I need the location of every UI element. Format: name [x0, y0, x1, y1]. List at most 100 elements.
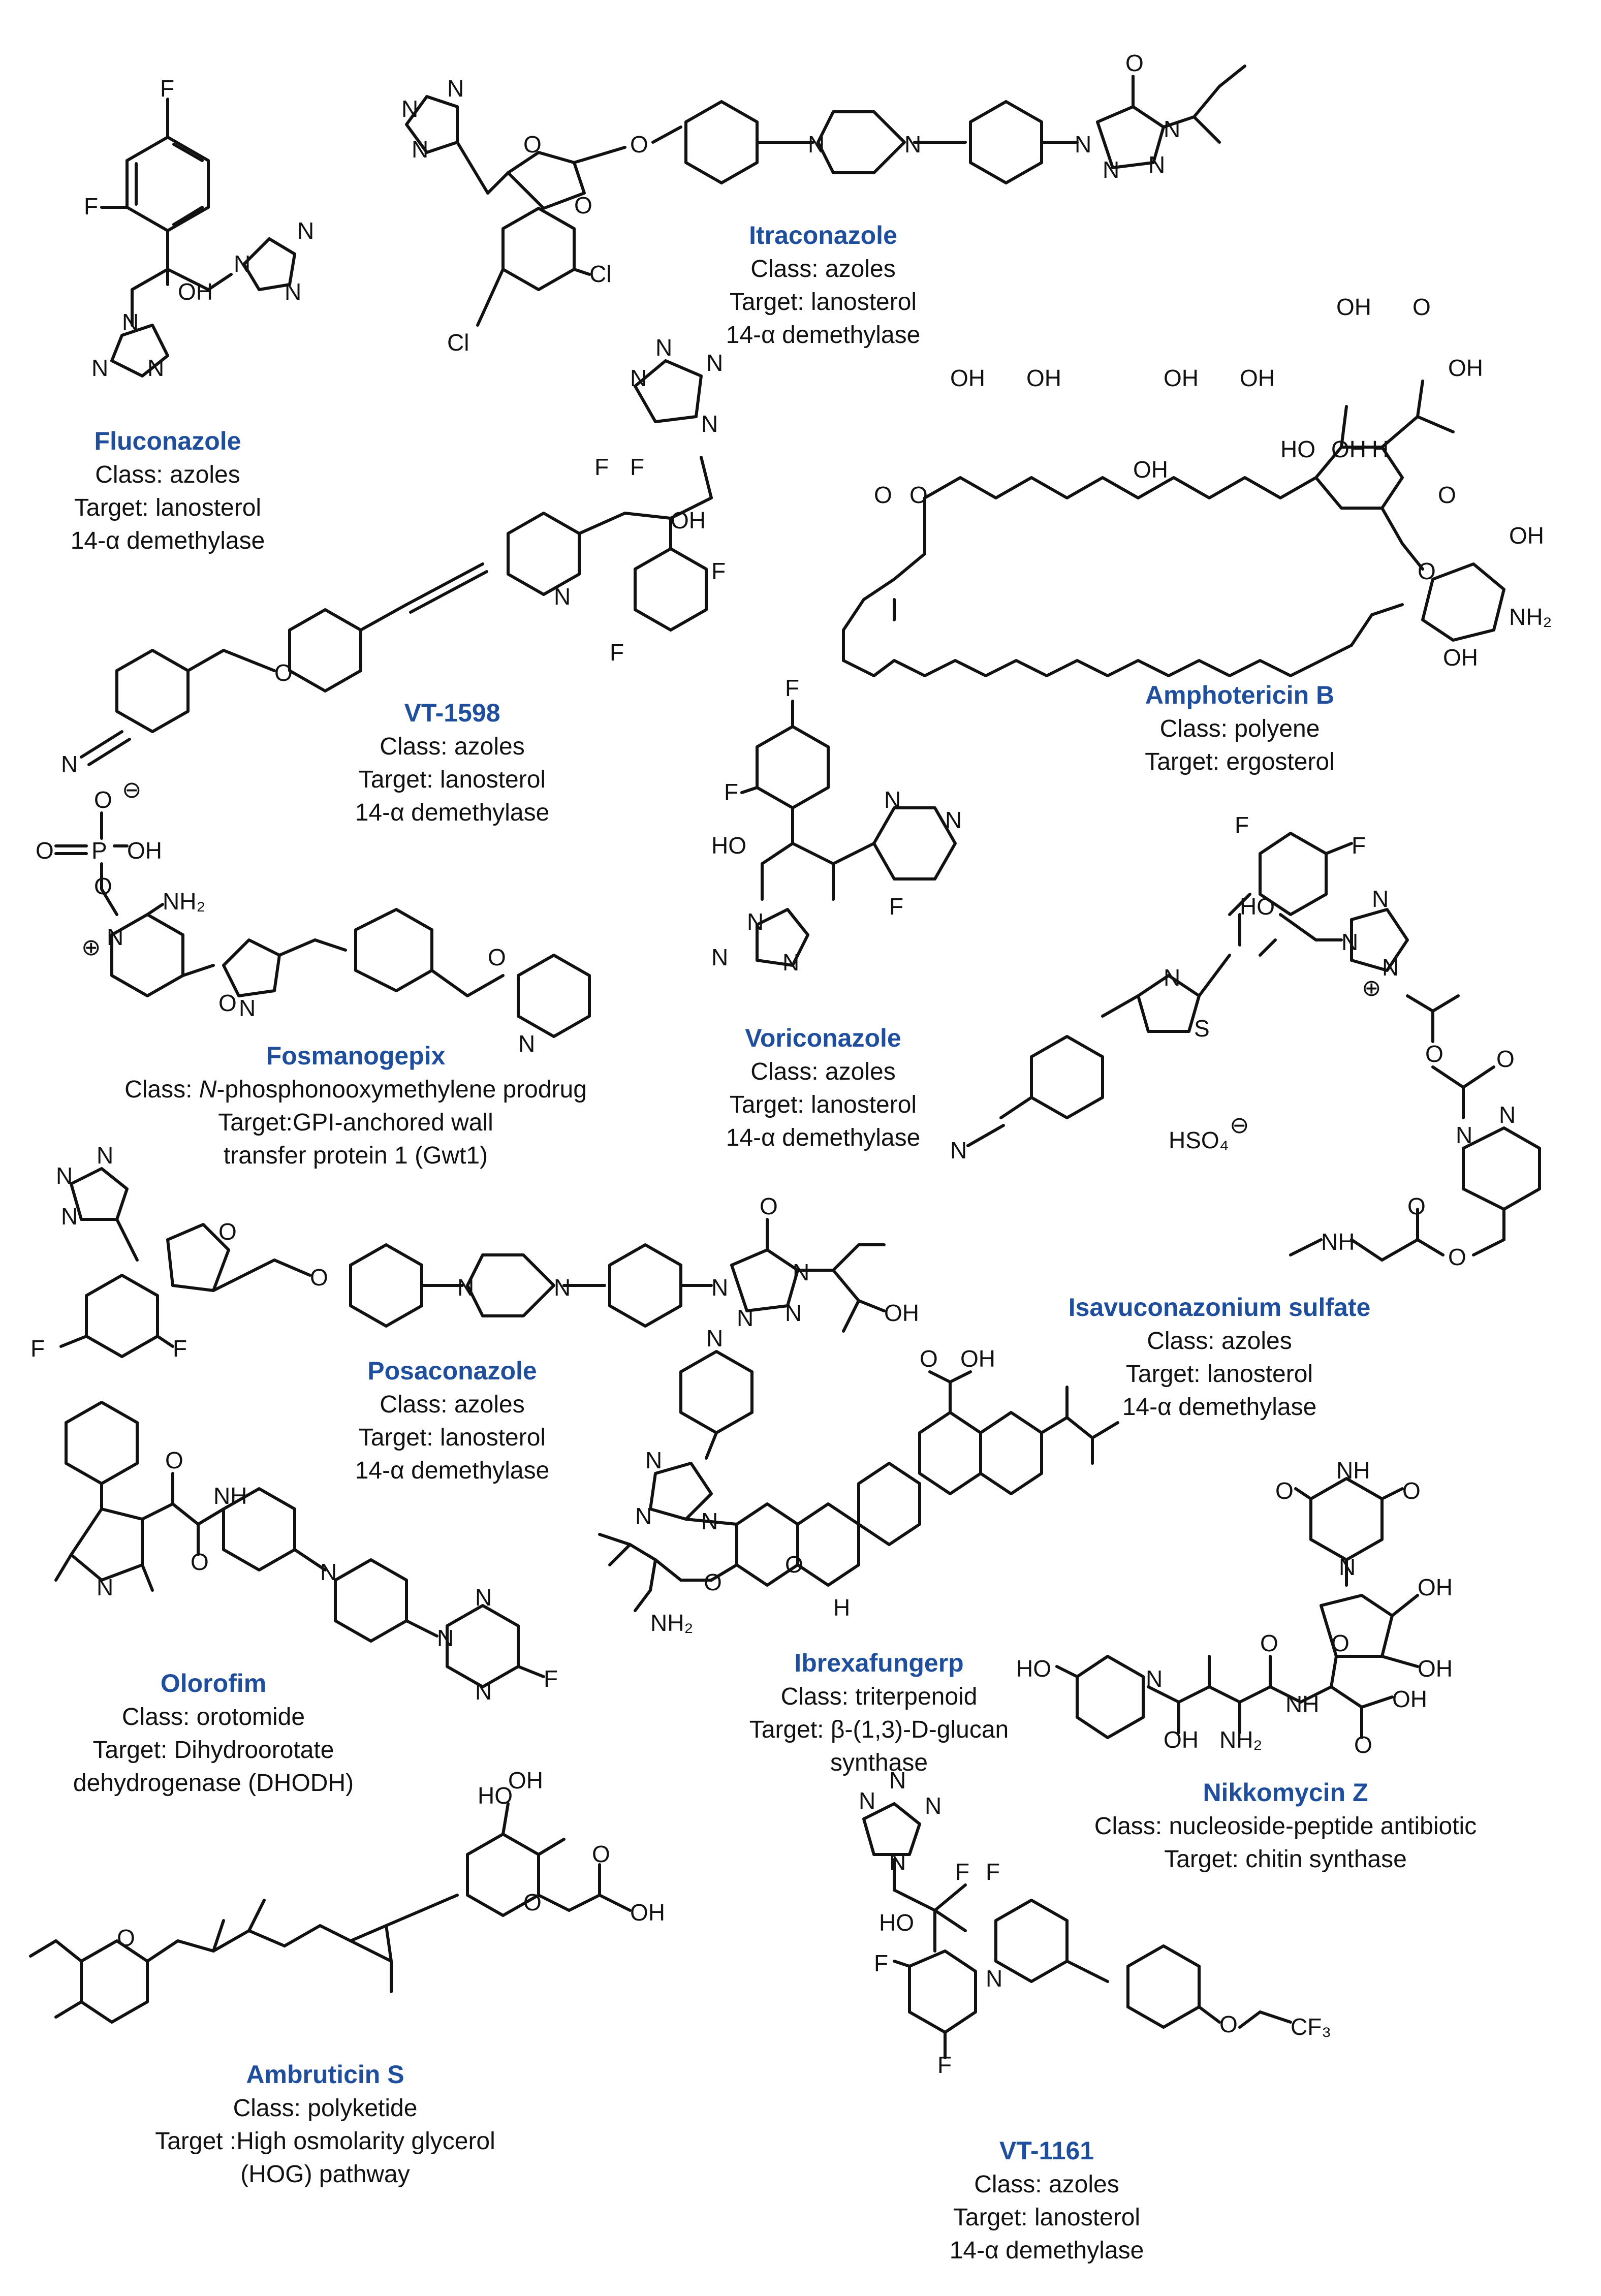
compound-target: 14-α demethylase	[355, 1457, 550, 1484]
hydroxyl-label: OH	[1336, 294, 1371, 320]
voriconazole-structure	[740, 700, 957, 967]
oxygen-atom: O	[1125, 50, 1144, 76]
trifluoromethyl-label: CF₃	[1291, 2014, 1331, 2040]
amine-label: NH₂	[1219, 1726, 1262, 1753]
oxygen-atom: O	[488, 944, 506, 970]
compound-target: 14-α demethylase	[71, 527, 265, 554]
nitrogen-atom: N	[97, 1142, 113, 1169]
hydroxyl-label: OH	[127, 837, 162, 864]
compound-target: (HOG) pathway	[240, 2161, 410, 2188]
nitrogen-atom: N	[1164, 964, 1180, 991]
oxygen-atom: O	[1418, 558, 1436, 584]
oxygen-atom: O	[94, 787, 112, 813]
oxygen-atom: O	[1219, 2011, 1238, 2037]
oxygen-atom: O	[523, 131, 542, 158]
compound-target: 14-α demethylase	[1122, 1394, 1317, 1421]
compound-target: 14-α demethylase	[950, 2237, 1144, 2264]
oxygen-atom: O	[760, 1193, 778, 1219]
vt-1598-structure	[80, 359, 713, 766]
hydroxyl-label: OH	[1240, 365, 1275, 391]
hydroxyl-label: HO	[1240, 893, 1275, 920]
nitrogen-atom: N	[1382, 954, 1399, 981]
nikkomycin-z-structure	[1055, 1477, 1419, 1739]
nitrogen-atom: N	[61, 751, 78, 777]
nitrogen-atom: N	[1341, 929, 1358, 955]
hydroxyl-label: HO	[711, 832, 746, 859]
compound-class: Class: polyketide	[233, 2095, 418, 2122]
compound-target: Target: ergosterol	[1145, 748, 1335, 775]
nitrogen-atom: N	[1164, 116, 1180, 142]
chloro-atom: Cl	[589, 261, 611, 287]
hydroxyl-label: OH	[1418, 1655, 1453, 1682]
oxygen-atom: O	[218, 990, 237, 1016]
fluoro-atom: F	[1235, 812, 1249, 838]
fluoro-atom: F	[711, 558, 726, 584]
oxygen-atom: O	[1275, 1477, 1294, 1504]
compound-target: Target: β-(1,3)-D-glucan	[749, 1716, 1009, 1743]
posaconazole-structure	[59, 1167, 886, 1358]
oxygen-atom: O	[1407, 1193, 1426, 1219]
oxygen-atom: O	[574, 192, 592, 218]
compound-class: Class: azoles	[1147, 1328, 1292, 1355]
compound-target: Target: lanosterol	[359, 1424, 546, 1451]
nitrogen-atom: N	[554, 583, 571, 610]
nitrogen-atom: N	[655, 334, 672, 361]
nitrogen-atom: N	[61, 1203, 78, 1230]
nitrogen-atom: N	[56, 1162, 73, 1189]
fluoro-atom: F	[724, 779, 738, 805]
amine-label: NH₂	[1509, 604, 1552, 630]
compound-class: Class: polyene	[1160, 715, 1320, 742]
nitrogen-atom: N	[1456, 1122, 1472, 1148]
oxygen-atom: O	[1438, 482, 1456, 508]
oxygen-atom: O	[523, 1889, 542, 1915]
nitrogen-atom: N	[1148, 151, 1165, 178]
fluoro-atom: F	[937, 2052, 952, 2078]
oxygen-atom: O	[1402, 1477, 1421, 1504]
nitrogen-atom: N	[412, 136, 428, 163]
compound-target: 14-α demethylase	[726, 1124, 921, 1151]
compound-class: Class: orotomide	[122, 1704, 305, 1731]
hydroxyl-label: OH	[671, 507, 706, 533]
sulfur-atom: S	[1194, 1015, 1210, 1042]
oxygen-atom: O	[920, 1345, 938, 1372]
chloro-atom: Cl	[447, 329, 469, 356]
nitrogen-atom: N	[782, 949, 799, 976]
oxygen-atom: O	[630, 131, 648, 158]
amine-label: NH	[213, 1483, 247, 1509]
nitrogen-atom: N	[97, 1574, 113, 1600]
nitrogen-atom: N	[711, 944, 728, 970]
oxygen-atom: O	[874, 482, 892, 508]
compound-class: Class: nucleoside-peptide antibiotic	[1094, 1813, 1477, 1840]
oxygen-atom: O	[36, 837, 54, 864]
vt-1161-structure	[862, 1802, 1292, 2059]
amine-label: NH	[1336, 1457, 1370, 1484]
phosphorus-atom: P	[91, 837, 107, 864]
minus-charge: ⊖	[122, 776, 142, 803]
nitrogen-atom: N	[320, 1559, 337, 1585]
compound-target: Target: lanosterol	[953, 2204, 1140, 2231]
oxygen-atom: O	[94, 873, 112, 899]
amphotericin-b-structure	[842, 380, 1505, 677]
nitrogen-atom: N	[950, 1137, 967, 1163]
hydroxyl-label: OH	[884, 1300, 919, 1326]
oxygen-atom: O	[191, 1549, 209, 1575]
hydroxyl-label: HO	[879, 1909, 914, 1936]
fluoro-atom: F	[630, 454, 644, 480]
amine-label: NH	[1285, 1691, 1319, 1717]
oxygen-atom: O	[1425, 1041, 1443, 1067]
fluoro-atom: F	[610, 639, 624, 666]
compound-name: VT-1161	[999, 2136, 1094, 2165]
amine-label: NH	[1321, 1229, 1355, 1255]
compound-target: Target:GPI-anchored wall	[218, 1109, 493, 1136]
ambruticin-s-structure	[29, 1802, 632, 2024]
nitrogen-atom: N	[147, 355, 164, 381]
plus-charge: ⊕	[81, 934, 101, 960]
oxygen-atom: O	[1496, 1046, 1515, 1072]
nitrogen-atom: N	[297, 217, 314, 244]
nitrogen-atom: N	[859, 1787, 875, 1814]
compound-name: Ibrexafungerp	[794, 1649, 963, 1677]
compound-target: Target: lanosterol	[74, 494, 261, 521]
compound-class: Class: N-phosphonooxymethylene prodrug	[124, 1076, 587, 1103]
hydroxyl-label: OH	[1443, 644, 1478, 671]
nitrogen-atom: N	[701, 411, 718, 437]
